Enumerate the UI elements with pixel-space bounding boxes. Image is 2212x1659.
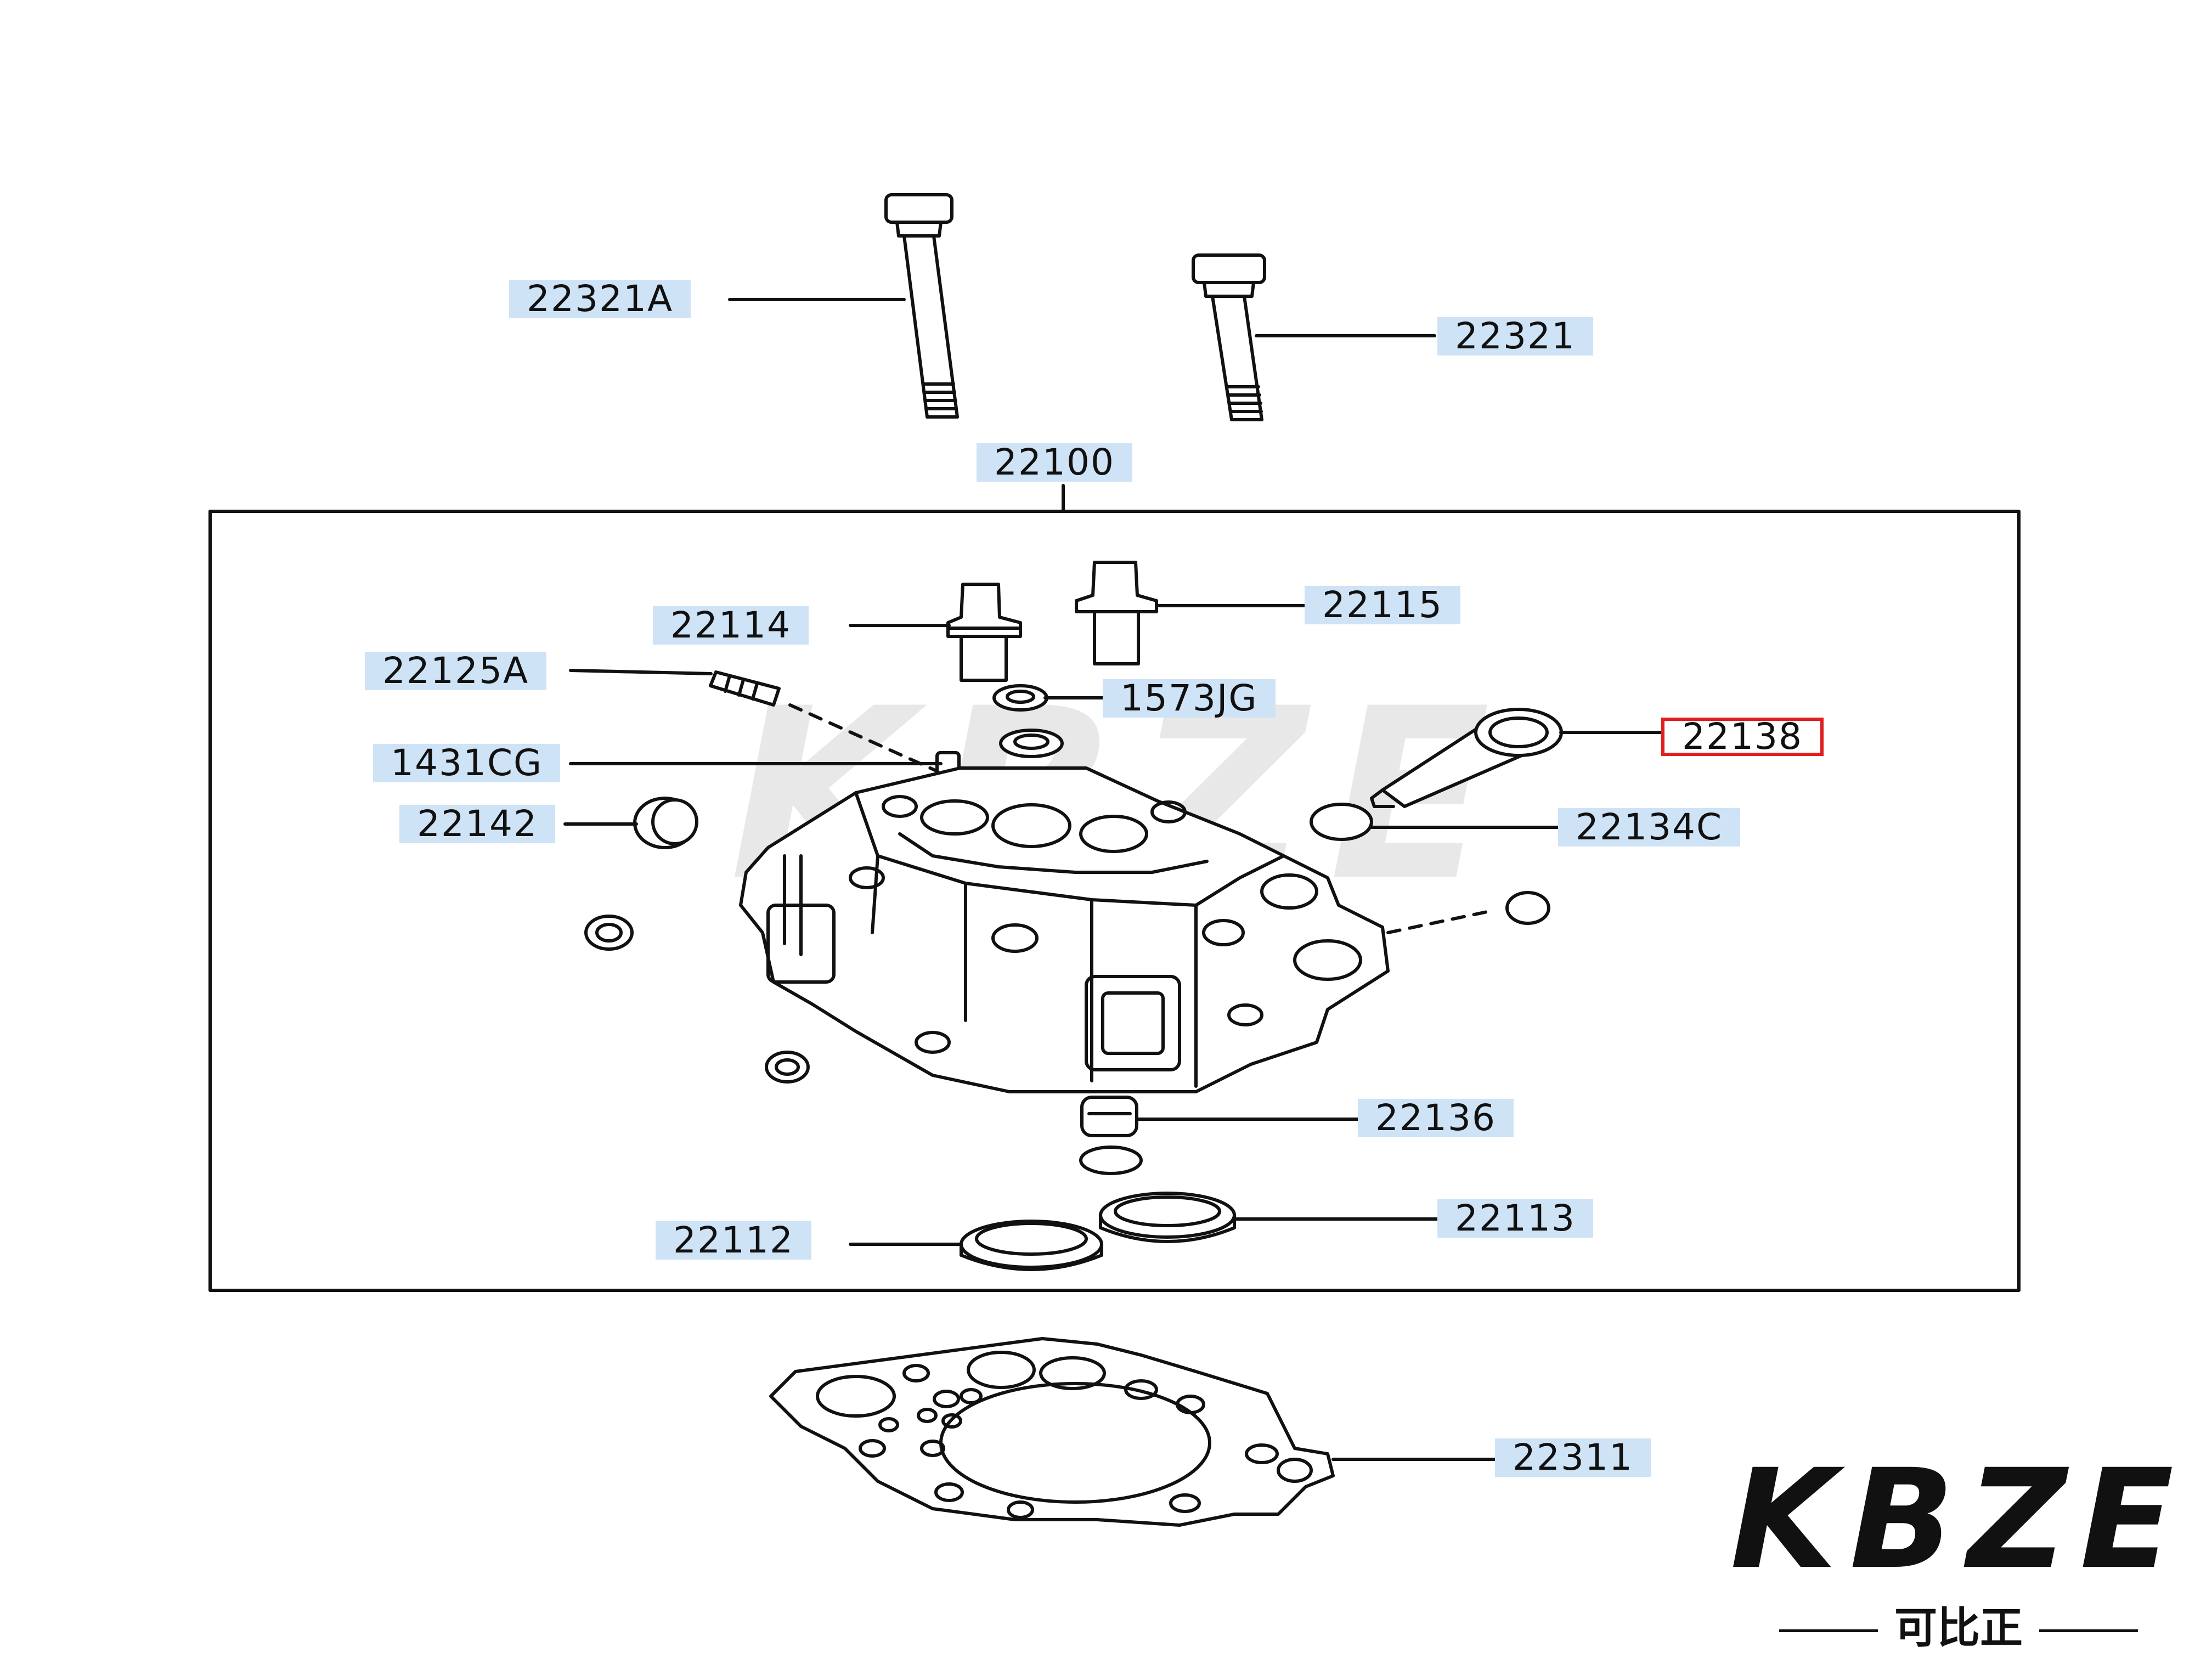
bolt-22321 (1192, 253, 1266, 421)
seal-1573jg (992, 684, 1048, 712)
head-gasket-22311 (769, 1337, 1335, 1527)
cylinder-head (739, 766, 1494, 1093)
label-22142: 22142 (399, 805, 555, 843)
label-22125a: 22125A (365, 652, 547, 690)
label-22138-highlighted: 22138 (1661, 718, 1824, 756)
valve-seat-22112 (960, 1220, 1103, 1271)
valve-guide-22115 (1075, 561, 1158, 665)
nozzle-sleeve-22138 (1370, 708, 1563, 808)
label-22134c: 22134C (1558, 808, 1741, 847)
label-22100: 22100 (977, 443, 1132, 482)
label-22112: 22112 (656, 1221, 811, 1260)
brand-logo-word: KBZE (1730, 1440, 2187, 1599)
label-1431cg: 1431CG (373, 744, 561, 782)
stud-22125a (709, 670, 956, 781)
bolt-22321a (884, 193, 959, 419)
plug-right (1505, 891, 1550, 925)
label-22113: 22113 (1437, 1199, 1593, 1238)
label-22321: 22321 (1437, 317, 1593, 356)
brand-logo-subtitle: 可比正 (1712, 1594, 2205, 1655)
label-22115: 22115 (1305, 586, 1460, 624)
brand-logo: KBZE 可比正 (1712, 1440, 2205, 1654)
o-ring-22134c (1310, 803, 1373, 841)
seal-ring-2 (999, 729, 1064, 758)
assembly-box (208, 510, 2021, 1292)
label-22311: 22311 (1495, 1438, 1651, 1477)
label-1573jg: 1573JG (1103, 679, 1276, 718)
label-22114: 22114 (653, 606, 809, 645)
leader-lines (563, 298, 1663, 1461)
seal-left-upper (584, 915, 634, 951)
label-22136: 22136 (1358, 1099, 1514, 1137)
guide-22136 (1079, 1096, 1143, 1175)
seal-left-lower (765, 1051, 810, 1084)
valve-seat-22113 (1099, 1192, 1236, 1243)
valve-guide-22114 (946, 583, 1022, 682)
label-22321a: 22321A (509, 280, 691, 318)
